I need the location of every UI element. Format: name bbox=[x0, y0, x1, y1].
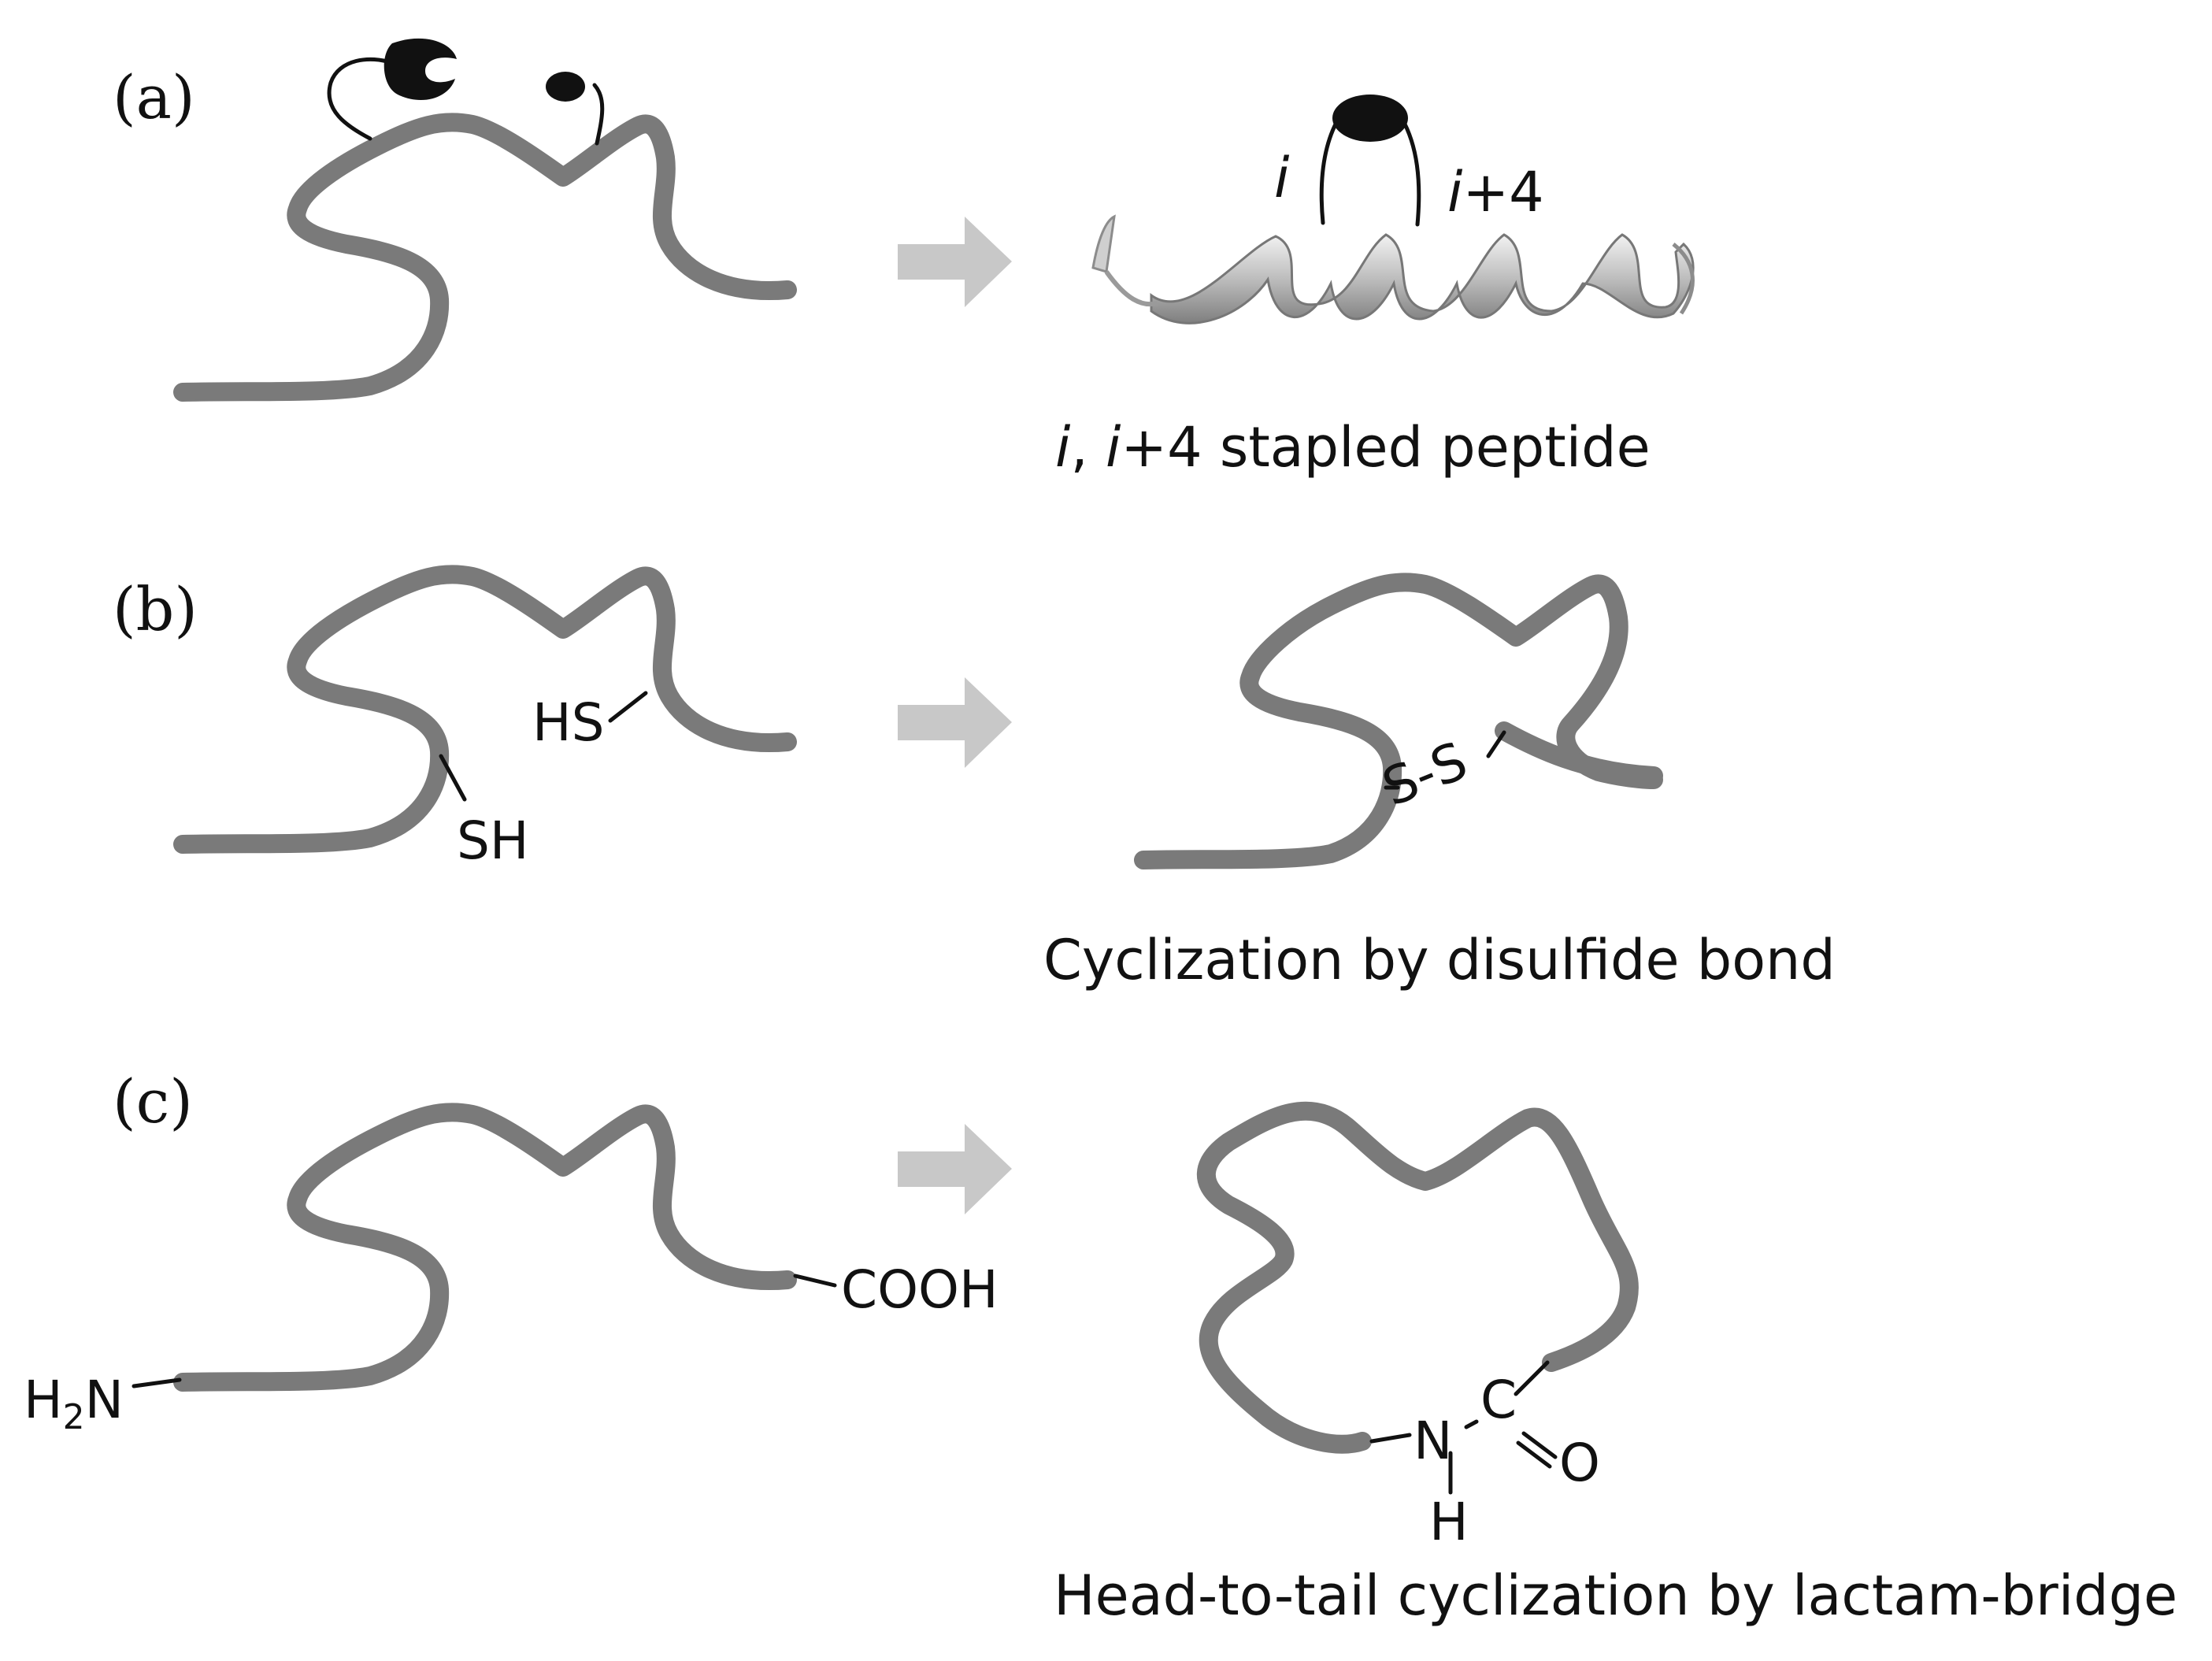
thiol-group-sh: SH bbox=[457, 810, 529, 871]
panel-a-label: (a) bbox=[113, 62, 195, 132]
thiol-group-hs: HS bbox=[532, 692, 605, 753]
amide-o: O bbox=[1559, 1433, 1600, 1493]
panel-c: (c) H2N COOH N C O H Head-to-tail cycliz… bbox=[24, 1066, 2177, 1628]
small-ball-icon bbox=[546, 72, 605, 146]
cyclic-chain-b bbox=[1134, 573, 1663, 869]
staple-ball-icon bbox=[1319, 95, 1421, 227]
amide-h: H bbox=[1429, 1492, 1469, 1552]
peptide-chain-b bbox=[173, 565, 797, 854]
amide-n: N bbox=[1414, 1411, 1452, 1471]
panel-c-caption: Head-to-tail cyclization by lactam-bridg… bbox=[1054, 1563, 2177, 1628]
helix-label-i4: i+4 bbox=[1447, 160, 1544, 224]
crescent-handle-icon bbox=[327, 38, 457, 141]
amine-group: H2N bbox=[24, 1370, 124, 1437]
panel-b: (b) HS SH S-S Cyclization by disulfide b… bbox=[113, 565, 1836, 992]
peptide-chain-c bbox=[173, 1103, 797, 1392]
panel-b-caption: Cyclization by disulfide bond bbox=[1043, 928, 1836, 992]
arrow-right-icon bbox=[898, 217, 1012, 307]
panel-a-caption: i, i+4 stapled peptide bbox=[1055, 415, 1651, 480]
panel-a: (a) i i+4 i bbox=[113, 38, 1695, 480]
helix-ribbon-icon bbox=[1091, 214, 1695, 324]
amide-c: C bbox=[1480, 1370, 1517, 1430]
panel-b-label: (b) bbox=[113, 574, 198, 644]
peptide-chain-a bbox=[173, 113, 797, 402]
arrow-right-icon bbox=[898, 1124, 1012, 1214]
cyclic-chain-c bbox=[1196, 1101, 1639, 1454]
panel-c-label: (c) bbox=[113, 1066, 193, 1136]
helix-label-i: i bbox=[1274, 146, 1290, 210]
arrow-right-icon bbox=[898, 677, 1012, 768]
carboxyl-group: COOH bbox=[841, 1259, 999, 1320]
